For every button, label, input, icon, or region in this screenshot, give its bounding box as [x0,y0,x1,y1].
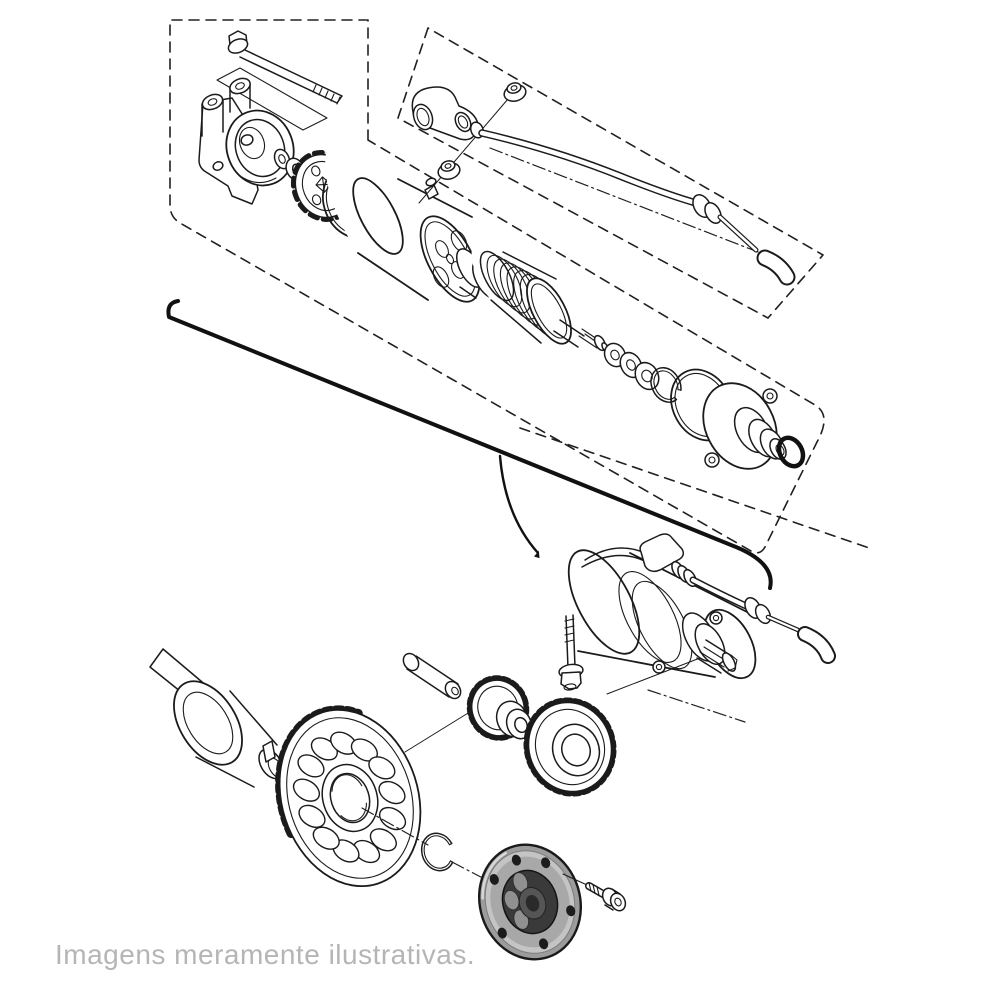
cable-ferrule [692,194,722,225]
sprocket-holes [292,731,407,864]
clutch-bolt [585,882,627,912]
lower-dashed-line [519,427,873,550]
mounting-plate [216,67,328,131]
cable-end-boot-lower [797,626,836,664]
terminal-stud [424,177,439,200]
starter-motor-assembled [538,506,836,723]
rear-bracket [198,77,295,205]
starter-driven-gear [523,697,617,797]
idler-pin [402,652,462,700]
terminal-nut-upper [503,82,527,102]
starter-cable-lower [689,576,836,664]
crankshaft-end [149,648,285,788]
gear-leader-line [647,689,746,723]
caption-text: Imagens meramente ilustrativas. [55,939,476,970]
idler-gear [466,675,533,741]
hub-axis-line [361,807,429,846]
solenoid-terminal [639,533,697,588]
cable-group [411,82,796,286]
motor-yoke [325,135,505,338]
one-way-clutch [477,843,583,961]
clip-axis-line [451,861,499,887]
o-ring-small [776,435,806,469]
upper-dashed-box [169,19,825,554]
bolt-leader-line [562,873,588,886]
circlip [420,832,454,872]
motor-assembly [538,506,771,698]
terminal-nut-lower [437,160,461,180]
separator-swoosh [166,299,773,590]
cable-axis-line [489,147,759,253]
armature [456,238,609,361]
front-bracket [702,382,787,470]
dashed-enclosures [169,19,873,554]
gear-mesh-leader [404,709,474,753]
shaft-gear-leader [606,657,701,695]
nut-leader-line [418,98,509,204]
through-bolt [227,30,343,105]
starter-clutch-group [149,648,627,961]
terminal-boot [411,86,479,141]
primary-driven-gear [275,705,422,888]
mounting-bolt [558,614,584,691]
cable-dashed-box [397,27,824,319]
cable-end-boot [756,249,796,286]
shim-washer-3 [634,361,660,391]
starter-cable [469,121,796,286]
